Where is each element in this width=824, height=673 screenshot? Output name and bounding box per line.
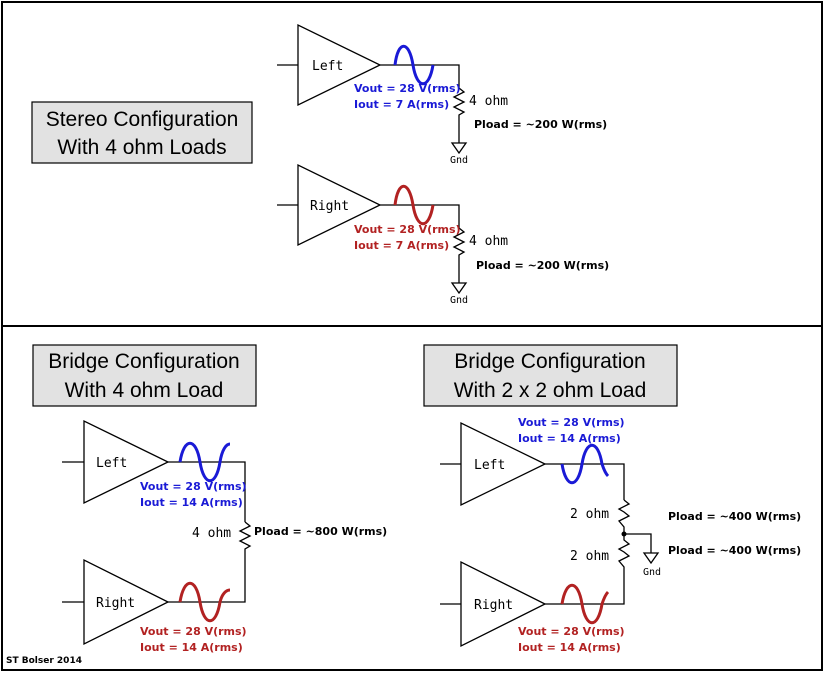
bridge2x2-top-resistor-label: 2 ohm [570, 507, 609, 522]
stereo-right-amp-label: Right [310, 199, 349, 214]
bridge4-title-line1: Bridge Configuration [48, 350, 239, 373]
bridge2x2-top-pload: Pload = ~400 W(rms) [668, 510, 801, 523]
stereo-right-sine-wave [393, 184, 435, 226]
stereo-panel [1, 1, 823, 327]
stereo-left-iout: Iout = 7 A(rms) [354, 98, 449, 111]
stereo-right-vout: Vout = 28 V(rms) [354, 223, 461, 236]
bridge4-title-box [32, 344, 257, 407]
stereo-left-amp-label: Left [312, 59, 343, 74]
stereo-left-sine-wave [393, 44, 435, 86]
bridge2x2-bottom-resistor-label: 2 ohm [570, 549, 609, 564]
bridge4-right-iout: Iout = 14 A(rms) [140, 641, 243, 654]
bridge2x2-gnd-label: Gnd [643, 567, 661, 578]
stereo-right-amplifier [297, 163, 382, 247]
bridge4-title-line2: With 4 ohm Load [65, 379, 224, 402]
stereo-left-resistor-icon [452, 87, 466, 143]
stereo-right-resistor-label: 4 ohm [469, 234, 508, 249]
bridge4-circuit: Left 4 ohm Pload = ~800 W(rms) Vout = 28… [62, 419, 387, 654]
stereo-left-pload: Pload = ~200 W(rms) [474, 118, 607, 131]
stereo-right-circuit: Right 4 ohm Vout = 28 V(rms) Iout = 7 A(… [277, 163, 609, 306]
bridge2x2-right-iout: Iout = 14 A(rms) [518, 641, 621, 654]
bridge2x2-right-amp-label: Right [474, 598, 513, 613]
bridge4-left-amplifier [83, 419, 170, 505]
bridge2x2-title-box [423, 344, 678, 407]
bridge2x2-title-line2: With 2 x 2 ohm Load [454, 379, 647, 402]
stereo-title-box [31, 101, 253, 164]
bridge2x2-right-sine-wave [560, 583, 610, 625]
bridge2x2-title-line1: Bridge Configuration [454, 350, 645, 373]
bridge4-resistor-icon [168, 521, 252, 603]
stereo-left-circuit: Left 4 ohm Vout = 28 V(rms) Iout = 7 A(r… [277, 23, 607, 166]
bridge2x2-top-resistor-icon [617, 499, 631, 534]
bridge2x2-left-vout: Vout = 28 V(rms) [518, 416, 625, 429]
stereo-left-vout: Vout = 28 V(rms) [354, 82, 461, 95]
bridge4-resistor-label: 4 ohm [192, 526, 231, 541]
bridge4-right-sine-wave [178, 581, 231, 623]
bridge2x2-left-iout: Iout = 14 A(rms) [518, 432, 621, 445]
bridge2x2-circuit: Left Gnd 2 ohm 2 ohm Pload = ~400 W(rms)… [440, 416, 801, 654]
bridge4-right-amp-label: Right [96, 596, 135, 611]
bridge2x2-bottom-pload: Pload = ~400 W(rms) [668, 544, 801, 557]
stereo-right-resistor-icon [452, 227, 466, 283]
bridge2x2-bottom-resistor-icon [545, 534, 631, 605]
stereo-left-ground-icon [450, 142, 468, 155]
credit-text: ST Bolser 2014 [6, 656, 82, 666]
bridge2x2-left-amp-label: Left [474, 458, 505, 473]
stereo-right-gnd-label: Gnd [450, 295, 468, 306]
bridge4-left-amp-label: Left [96, 456, 127, 471]
stereo-right-iout: Iout = 7 A(rms) [354, 239, 449, 252]
stereo-title-line1: Stereo Configuration [46, 108, 239, 131]
bridge2x2-ground-icon [642, 552, 660, 565]
stereo-right-ground-icon [450, 282, 468, 295]
bridge4-left-sine-wave [178, 441, 231, 483]
stereo-title-line2: With 4 ohm Loads [57, 136, 226, 159]
bridge2x2-left-amplifier [460, 421, 547, 507]
bridge4-right-vout: Vout = 28 V(rms) [140, 625, 247, 638]
bridge4-pload: Pload = ~800 W(rms) [254, 525, 387, 538]
bridge4-left-vout: Vout = 28 V(rms) [140, 480, 247, 493]
stereo-right-pload: Pload = ~200 W(rms) [476, 259, 609, 272]
bridge4-left-iout: Iout = 14 A(rms) [140, 496, 243, 509]
bridge2x2-left-sine-wave [560, 443, 610, 485]
bridge4-right-amplifier [83, 558, 170, 646]
bridge2x2-right-amplifier [460, 560, 547, 648]
stereo-left-amplifier [297, 23, 382, 107]
stereo-left-resistor-label: 4 ohm [469, 94, 508, 109]
bridge2x2-right-vout: Vout = 28 V(rms) [518, 625, 625, 638]
stereo-left-gnd-label: Gnd [450, 155, 468, 166]
